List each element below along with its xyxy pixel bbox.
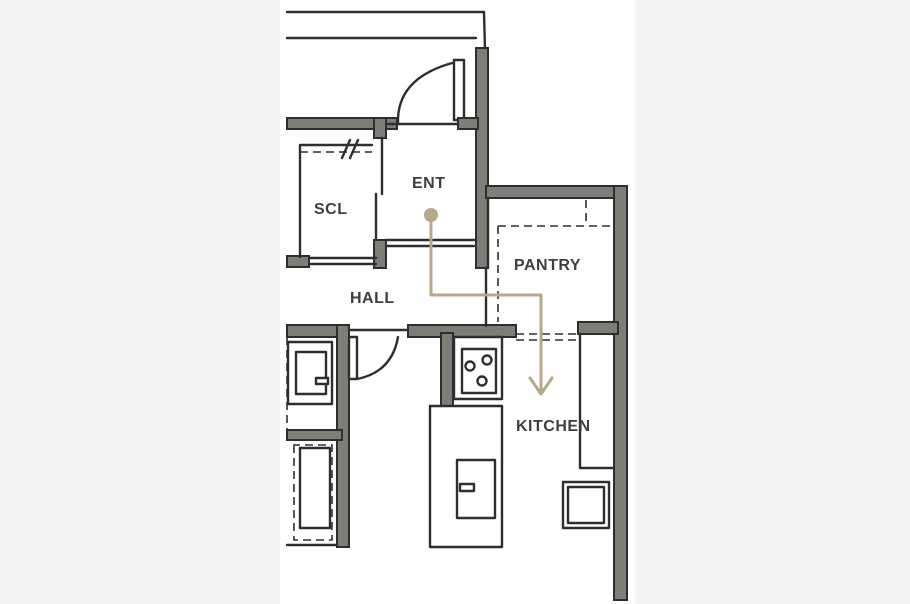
top-room-outline <box>285 10 487 52</box>
circulation-route <box>424 208 554 396</box>
wall-hall-bottom-right <box>407 324 517 338</box>
burner-icon <box>476 375 488 387</box>
wall-ent-east <box>475 47 489 269</box>
wall-pantry-kitchen <box>577 321 619 335</box>
room-label-ent: ENT <box>412 175 446 192</box>
wall-east <box>613 185 628 601</box>
storage-unit-upper <box>286 340 334 406</box>
wall-kitchen-west <box>440 332 454 407</box>
room-label-hall: HALL <box>350 290 395 307</box>
room-label-kitchen: KITCHEN <box>516 418 591 435</box>
kitchen-island <box>428 335 504 549</box>
room-label-pantry: PANTRY <box>514 257 581 274</box>
burner-icon <box>481 354 493 366</box>
wall-scl-post-low <box>373 239 387 269</box>
wall-ent-top-right <box>457 117 479 130</box>
burner-icon <box>464 360 476 372</box>
wall-scl-bottom <box>286 255 310 268</box>
wall-scl-post <box>373 117 387 139</box>
room-label-scl: SCL <box>314 201 348 218</box>
storage-door <box>347 335 400 381</box>
storage-unit-lower <box>298 446 332 530</box>
wall-pantry-top <box>485 185 627 199</box>
fridge-icon <box>561 480 611 530</box>
wall-storage-mid <box>286 429 343 441</box>
